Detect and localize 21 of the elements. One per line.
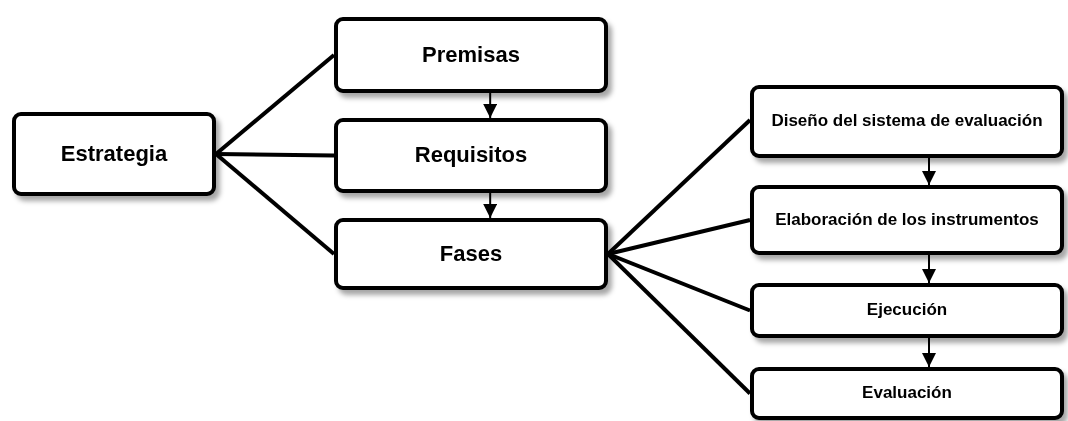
process-box xyxy=(334,218,608,290)
box-label: Fases xyxy=(439,240,503,268)
arrow xyxy=(483,92,498,119)
box-label: Premisas xyxy=(422,41,520,69)
box-label: Evaluación xyxy=(862,383,952,404)
arrow xyxy=(922,337,936,368)
process-box xyxy=(334,17,608,93)
arrow xyxy=(922,157,936,186)
process-box xyxy=(750,283,1064,338)
box-label: Elaboración de los instrumentos xyxy=(775,209,1039,231)
process-box xyxy=(750,85,1064,158)
process-box xyxy=(334,118,608,193)
arrow xyxy=(483,192,498,219)
arrow xyxy=(922,254,936,284)
box-label: Requisitos xyxy=(414,142,528,169)
box-label: Diseño del sistema de evaluación xyxy=(771,111,1043,132)
box-label: Estrategia xyxy=(60,140,168,168)
process-box xyxy=(12,112,216,196)
process-box xyxy=(750,185,1064,255)
box-label: Ejecución xyxy=(866,300,948,321)
process-box xyxy=(750,367,1064,420)
